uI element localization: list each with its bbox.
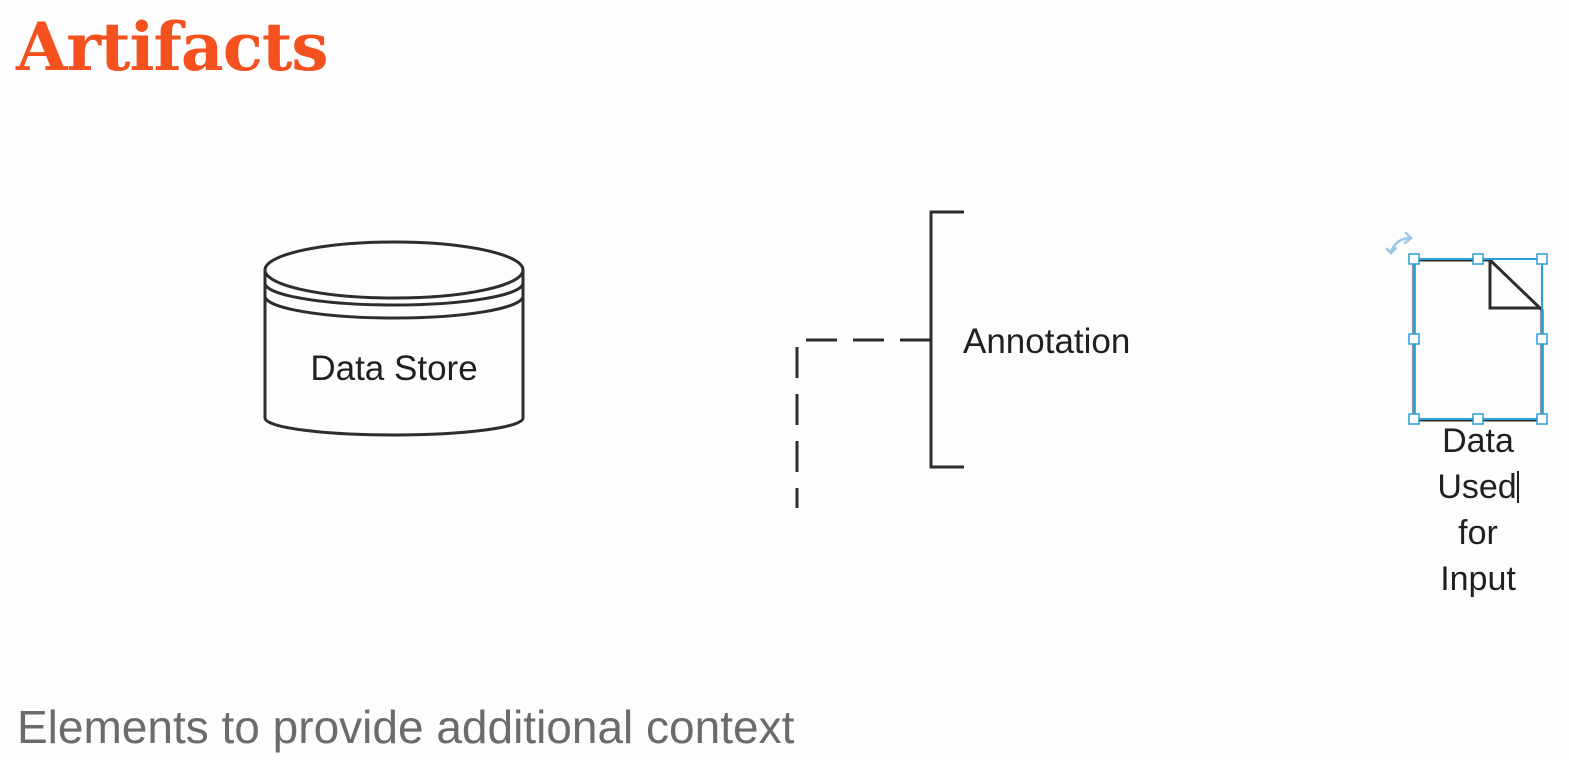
data-input-label-line-4: Input [1440,560,1516,598]
rotate-handle-icon[interactable] [1385,231,1413,255]
resize-handle-bottom-left[interactable] [1408,413,1420,425]
resize-handle-top-right[interactable] [1536,253,1548,265]
data-store-body [263,270,525,437]
resize-handle-right[interactable] [1536,333,1548,345]
resize-handle-top-left[interactable] [1408,253,1420,265]
resize-handle-bottom[interactable] [1472,413,1484,425]
data-input-label[interactable]: Data Used for Input [1418,418,1538,602]
text-cursor [1516,471,1519,503]
selection-handles[interactable] [1408,253,1548,425]
selection-frame [1413,258,1543,420]
resize-handle-left[interactable] [1408,333,1420,345]
data-store-ring-2 [263,295,525,320]
annotation-bracket [929,210,964,469]
document-icon [1412,258,1544,422]
data-input-label-line-2: Used [1418,464,1538,510]
slide-title: Artifacts [16,8,329,86]
data-input-shape[interactable] [1385,231,1548,425]
data-input-label-line-3: for [1458,514,1498,552]
data-store-shape[interactable]: Data Store [263,240,525,437]
data-store-ring-1 [263,282,525,307]
document-fold [1488,260,1542,310]
data-input-label-line-2-text: Used [1437,468,1517,506]
data-store-label: Data Store [310,349,477,388]
annotation-label: Annotation [963,322,1130,361]
annotation-connector [795,338,931,508]
slide-subtitle: Elements to provide additional context [17,701,795,753]
data-store-top [263,240,525,300]
data-input-label-line-1: Data [1442,422,1514,460]
resize-handle-top[interactable] [1472,253,1484,265]
resize-handle-bottom-right[interactable] [1536,413,1548,425]
annotation-shape[interactable]: Annotation [795,210,1130,508]
